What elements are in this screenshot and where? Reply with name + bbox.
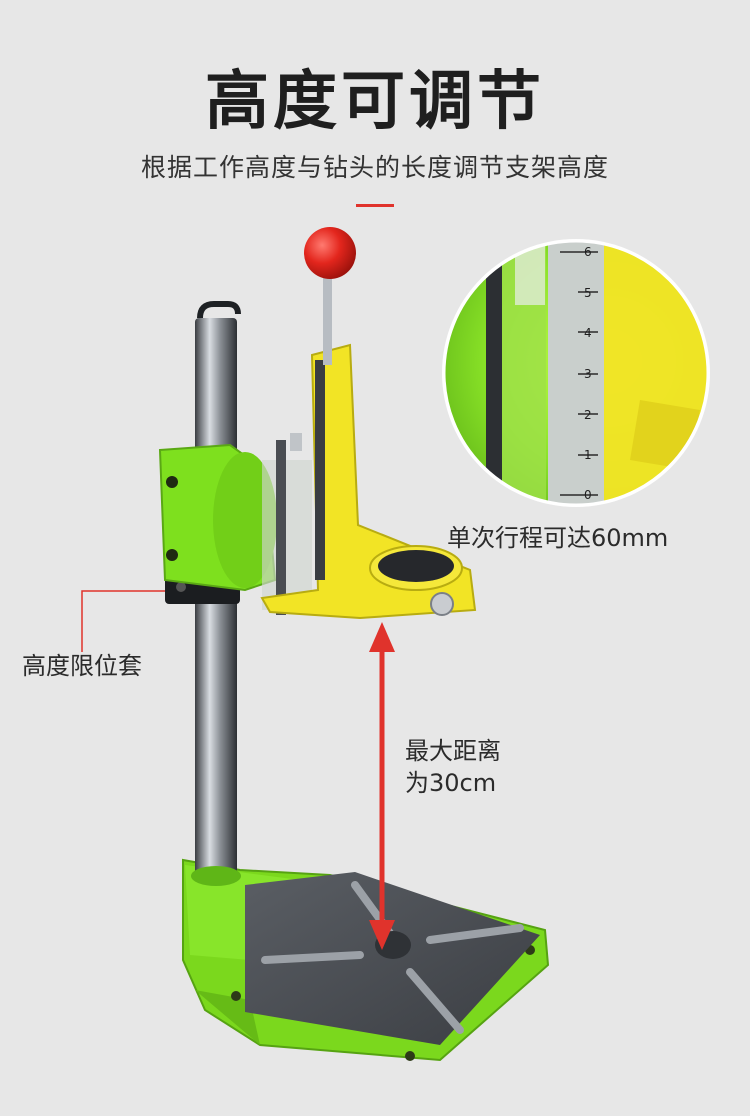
travel-callout: 单次行程可达60mm xyxy=(447,524,669,552)
inset-scale-ticks xyxy=(560,251,598,496)
page-title: 高度可调节 xyxy=(205,65,545,139)
scale-tick-label: 1 xyxy=(584,448,592,462)
scale-tick-label: 0 xyxy=(584,488,592,502)
scale-tick-label: 5 xyxy=(584,286,592,300)
max-distance-callout: 最大距离 为30cm xyxy=(405,735,501,799)
title-accent-rule xyxy=(356,204,394,207)
max-distance-arrow xyxy=(369,622,395,950)
height-stop-callout-line xyxy=(81,590,165,652)
feed-lever xyxy=(304,227,356,365)
red-knob-icon xyxy=(304,227,356,279)
page-subtitle: 根据工作高度与钻头的长度调节支架高度 xyxy=(140,153,609,182)
scale-tick-label: 2 xyxy=(584,408,592,422)
yellow-arm xyxy=(260,343,477,620)
work-table xyxy=(245,872,540,1045)
slide-guide xyxy=(262,433,312,615)
height-stop-callout: 高度限位套 xyxy=(22,652,142,680)
scale-zoom-inset: 6 5 4 3 2 1 0 xyxy=(442,239,710,507)
scale-tick-label: 4 xyxy=(584,326,592,340)
scale-tick-label: 3 xyxy=(584,367,592,381)
max-distance-line2: 为30cm xyxy=(405,769,497,797)
green-carriage xyxy=(158,443,277,592)
scale-tick-label: 6 xyxy=(584,245,592,259)
max-distance-line1: 最大距离 xyxy=(405,737,501,765)
